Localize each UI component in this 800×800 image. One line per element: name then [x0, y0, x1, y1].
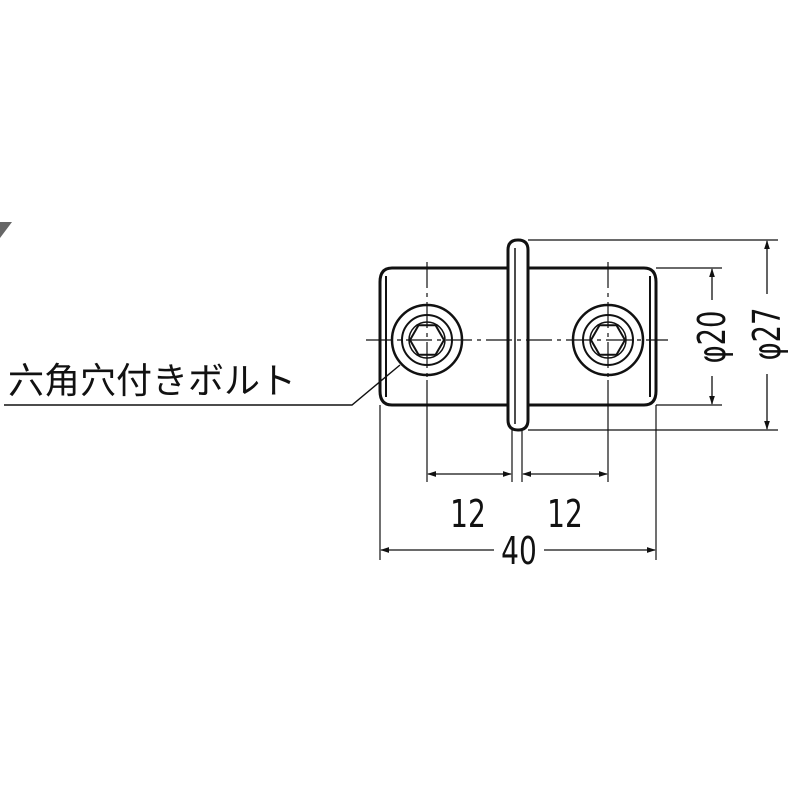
dim-12-right: 12: [547, 493, 583, 537]
center-lines: [366, 262, 668, 380]
callout-label-hex-socket-bolt: 六角穴付きボルト: [8, 361, 296, 402]
extension-lines: [379, 239, 778, 560]
hex-socket-bolt-left: [390, 303, 464, 377]
hex-socket-bolt-right: [571, 303, 645, 377]
edge-fragment: [0, 222, 12, 238]
dim-40: 40: [501, 530, 537, 574]
dim-phi27: φ27: [746, 308, 790, 361]
dim-12-left: 12: [450, 493, 486, 537]
connector-body: [378, 238, 658, 432]
callout-leader: [4, 364, 401, 406]
dim-phi20: φ20: [691, 311, 735, 364]
